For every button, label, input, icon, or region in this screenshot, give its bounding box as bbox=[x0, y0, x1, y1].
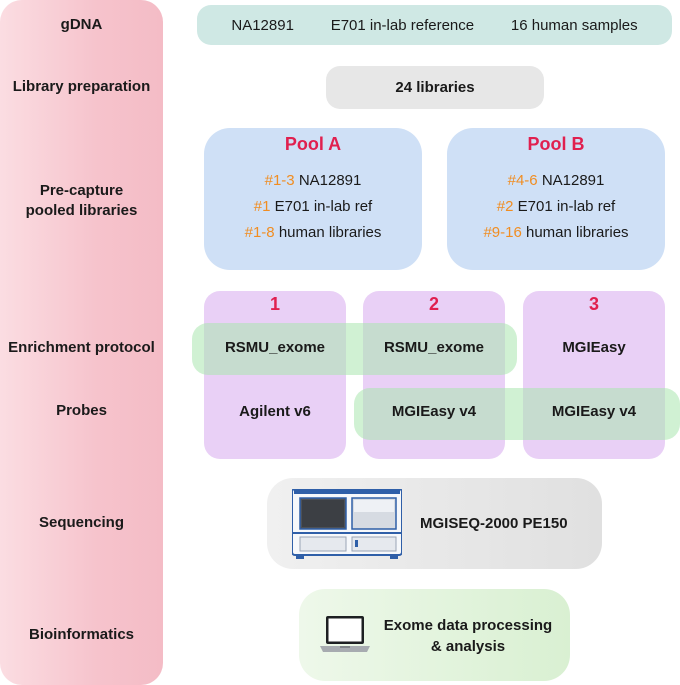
shared-probe-band bbox=[354, 388, 680, 440]
pool-a-text: human libraries bbox=[278, 224, 382, 241]
gdna-item-e701: E701 in-lab reference bbox=[330, 16, 475, 34]
stage-sequencing-label: Sequencing bbox=[38, 514, 124, 531]
sequencer-label: MGISEQ-2000 PE150 bbox=[420, 515, 568, 532]
pool-b-range: #9-16 bbox=[483, 224, 522, 241]
pool-a-text: E701 in-lab ref bbox=[274, 198, 373, 215]
shared-enrichment-band bbox=[192, 323, 517, 375]
pool-a-line: #1-3 NA12891 bbox=[265, 168, 362, 194]
protocol-column-1 bbox=[204, 291, 346, 459]
enrichment-cell-2: RSMU_exome bbox=[383, 339, 485, 356]
pool-a-title: Pool A bbox=[284, 134, 342, 154]
pool-a-range: #1 bbox=[253, 198, 271, 215]
probe-cell-1: Agilent v6 bbox=[239, 403, 311, 420]
stage-gdna-label: gDNA bbox=[60, 16, 103, 33]
library-box: 24 libraries bbox=[326, 66, 544, 109]
stage-precapture-label-line2: pooled libraries bbox=[25, 202, 138, 219]
enrichment-cell-1: RSMU_exome bbox=[224, 339, 326, 356]
stage-precapture-label-line1: Pre-capture bbox=[39, 182, 124, 199]
pool-b-box: Pool B #4-6 NA12891 #2 E701 in-lab ref #… bbox=[447, 128, 665, 270]
gdna-item-human-samples: 16 human samples bbox=[510, 16, 638, 34]
pool-b-line: #2 E701 in-lab ref bbox=[497, 194, 615, 220]
stage-sidebar bbox=[0, 0, 163, 685]
bioinformatics-label-line2: & analysis bbox=[430, 638, 506, 655]
probe-cell-3: MGIEasy v4 bbox=[551, 403, 637, 420]
stage-enrichment-label: Enrichment protocol bbox=[8, 339, 155, 356]
stage-probes-label: Probes bbox=[56, 402, 107, 419]
pool-a-line: #1 E701 in-lab ref bbox=[254, 194, 372, 220]
protocol-number-2: 2 bbox=[428, 294, 439, 314]
pool-b-range: #2 bbox=[496, 198, 514, 215]
pool-b-range: #4-6 bbox=[507, 172, 538, 189]
pool-b-text: E701 in-lab ref bbox=[517, 198, 616, 215]
pool-b-text: NA12891 bbox=[541, 172, 605, 189]
protocol-number-1: 1 bbox=[269, 294, 280, 314]
enrichment-cell-3: MGIEasy bbox=[562, 339, 626, 356]
pool-a-text: NA12891 bbox=[298, 172, 362, 189]
pool-a-box: Pool A #1-3 NA12891 #1 E701 in-lab ref #… bbox=[204, 128, 422, 270]
stage-bioinformatics-label: Bioinformatics bbox=[28, 626, 134, 643]
gdna-item-na12891: NA12891 bbox=[231, 16, 294, 34]
bioinformatics-label-line1: Exome data processing bbox=[383, 617, 553, 634]
stage-library-prep-label: Library preparation bbox=[12, 78, 151, 95]
pool-a-range: #1-8 bbox=[244, 224, 275, 241]
laptop-icon bbox=[319, 615, 371, 655]
gdna-box: NA12891 E701 in-lab reference 16 human s… bbox=[197, 5, 672, 45]
pool-b-line: #9-16 human libraries bbox=[483, 220, 628, 246]
protocol-number-3: 3 bbox=[588, 294, 599, 314]
sequencer-icon bbox=[291, 488, 403, 559]
pool-b-line: #4-6 NA12891 bbox=[508, 168, 605, 194]
pool-b-text: human libraries bbox=[526, 224, 629, 241]
pool-b-title: Pool B bbox=[527, 134, 585, 154]
pool-a-range: #1-3 bbox=[264, 172, 295, 189]
pool-a-line: #1-8 human libraries bbox=[245, 220, 382, 246]
probe-cell-2: MGIEasy v4 bbox=[391, 403, 477, 420]
